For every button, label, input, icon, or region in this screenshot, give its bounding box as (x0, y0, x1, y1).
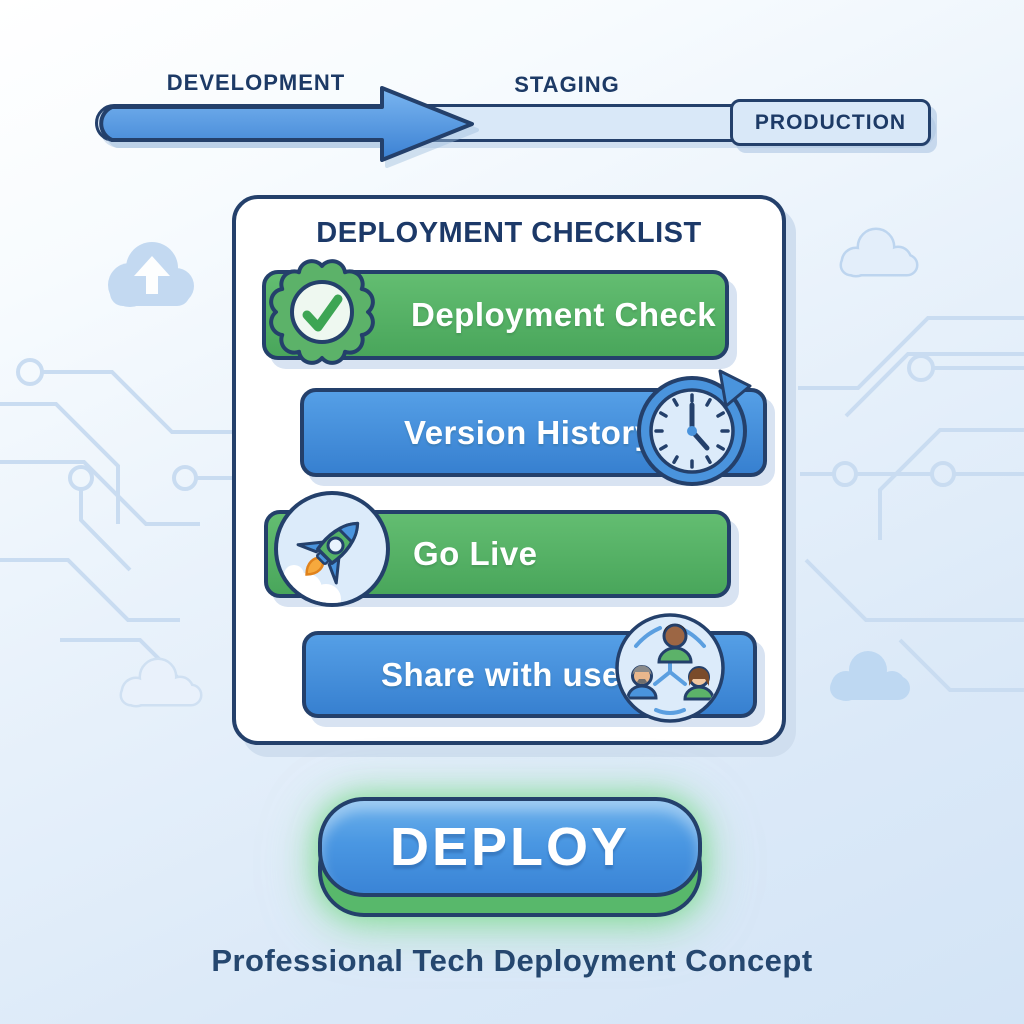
deploy-button[interactable]: DEPLOY (318, 797, 702, 897)
stage-label-production: PRODUCTION (754, 110, 907, 134)
cloud-upload-icon (108, 242, 194, 307)
rocket-icon (274, 491, 390, 607)
check-badge-icon (269, 259, 375, 365)
cloud-outline-icon (119, 657, 203, 708)
cloud-filled-icon (830, 651, 910, 701)
checklist-title: DEPLOYMENT CHECKLIST (316, 217, 702, 249)
checklist-item-label: Version History (404, 413, 654, 451)
users-network-icon (615, 613, 725, 723)
cloud-outline-icon (839, 227, 919, 278)
history-clock-icon (637, 369, 752, 486)
checklist-item-label: Share with users (381, 655, 654, 693)
checklist-item-label: Go Live (413, 535, 538, 572)
deploy-button-area: DEPLOY (318, 797, 702, 917)
progress-arrow-icon (99, 86, 474, 162)
stage-segment-production: PRODUCTION (730, 99, 931, 146)
deploy-button-label: DEPLOY (389, 817, 631, 877)
checklist-item-label: Deployment Check (411, 296, 717, 333)
circuit-traces (0, 316, 1024, 692)
stage-label-staging: STAGING (514, 72, 620, 97)
caption-text: Professional Tech Deployment Concept (211, 943, 813, 978)
stage-label-development: DEVELOPMENT (166, 70, 346, 95)
